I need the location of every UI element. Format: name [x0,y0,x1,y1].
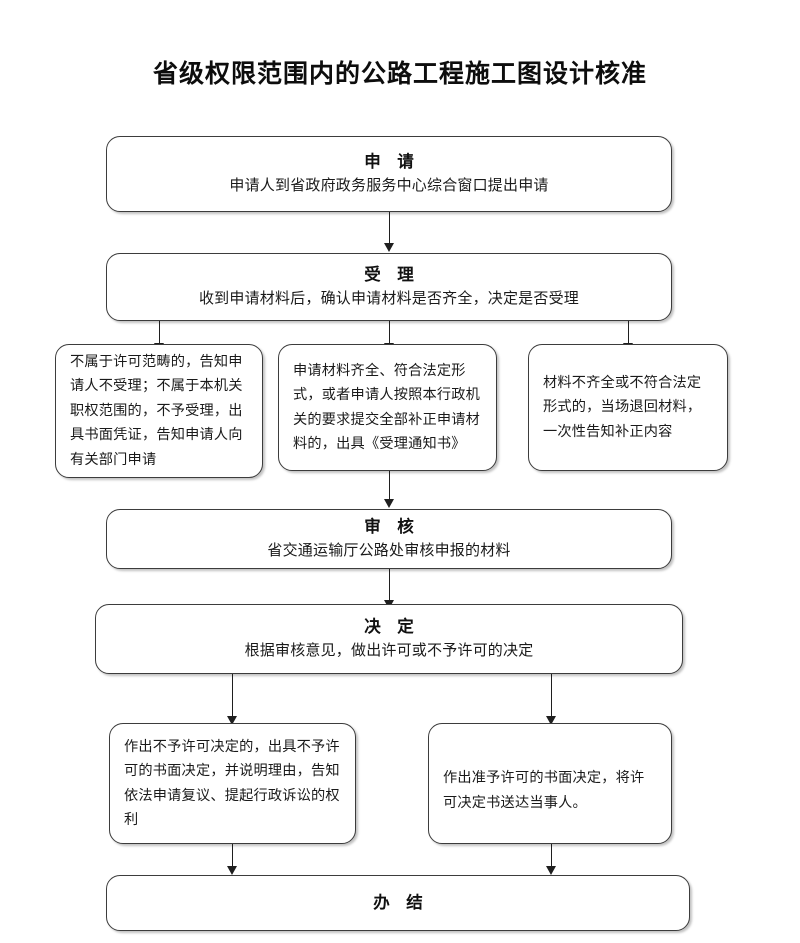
connector-apply-to-accept [389,212,390,245]
node-branch-left-text: 不属于许可范畴的，告知申请人不受理；不属于本机关职权范围的，不予受理，出具书面凭… [70,353,243,468]
page-title: 省级权限范围内的公路工程施工图设计核准 [152,60,647,88]
node-decide-text: 根据审核意见，做出许可或不予许可的决定 [244,642,534,659]
node-branch-middle-text: 申请材料齐全、符合法定形式，或者申请人按照本行政机关的要求提交全部补正申请材料的… [293,362,481,452]
node-apply-text: 申请人到省政府政务服务中心综合窗口提出申请 [229,177,549,194]
connector-decide-to-result-right [551,674,552,718]
arrowhead-decide-to-result-left [227,716,237,725]
node-review[interactable]: 审 核 省交通运输厅公路处审核申报的材料 [106,509,672,569]
node-apply[interactable]: 申 请 申请人到省政府政务服务中心综合窗口提出申请 [106,136,672,212]
node-branch-right-text: 材料不齐全或不符合法定形式的，当场退回材料，一次性告知补正内容 [543,374,702,440]
node-finish[interactable]: 办 结 [106,875,690,931]
node-result-left-text: 作出不予许可决定的，出具不予许可的书面决定，并说明理由，告知依法申请复议、提起行… [124,738,340,828]
connector-accept-to-branch-middle [389,321,390,345]
node-decide-heading: 决 定 [364,617,420,636]
node-result-left[interactable]: 作出不予许可决定的，出具不予许可的书面决定，并说明理由，告知依法申请复议、提起行… [109,723,356,844]
connector-review-to-decide [389,569,390,603]
arrowhead-decide-to-result-right [546,716,556,725]
node-decide[interactable]: 决 定 根据审核意见，做出许可或不予许可的决定 [95,604,683,674]
arrowhead-result-left-to-finish [227,866,237,875]
node-result-right[interactable]: 作出准予许可的书面决定，将许可决定书送达当事人。 [428,723,672,844]
node-branch-right[interactable]: 材料不齐全或不符合法定形式的，当场退回材料，一次性告知补正内容 [528,344,728,471]
node-apply-heading: 申 请 [364,152,420,171]
node-review-heading: 审 核 [364,517,420,536]
node-branch-left[interactable]: 不属于许可范畴的，告知申请人不受理；不属于本机关职权范围的，不予受理，出具书面凭… [55,344,263,478]
node-accept[interactable]: 受 理 收到申请材料后，确认申请材料是否齐全，决定是否受理 [106,253,672,321]
connector-decide-to-result-left [232,674,233,718]
arrowhead-branch-middle-to-review [384,499,394,508]
arrowhead-apply-to-accept [384,243,394,252]
connector-result-right-to-finish [551,844,552,868]
connector-accept-to-branch-left [159,321,160,345]
connector-branch-middle-to-review [389,471,390,501]
connector-accept-to-branch-right [628,321,629,345]
connector-result-left-to-finish [232,844,233,868]
node-accept-heading: 受 理 [364,265,420,284]
node-result-right-text: 作出准予许可的书面决定，将许可决定书送达当事人。 [443,770,645,811]
node-finish-heading: 办 结 [373,893,429,912]
node-branch-middle[interactable]: 申请材料齐全、符合法定形式，或者申请人按照本行政机关的要求提交全部补正申请材料的… [278,344,497,471]
node-review-text: 省交通运输厅公路处审核申报的材料 [267,542,511,559]
node-accept-text: 收到申请材料后，确认申请材料是否齐全，决定是否受理 [198,290,579,307]
arrowhead-result-right-to-finish [546,866,556,875]
